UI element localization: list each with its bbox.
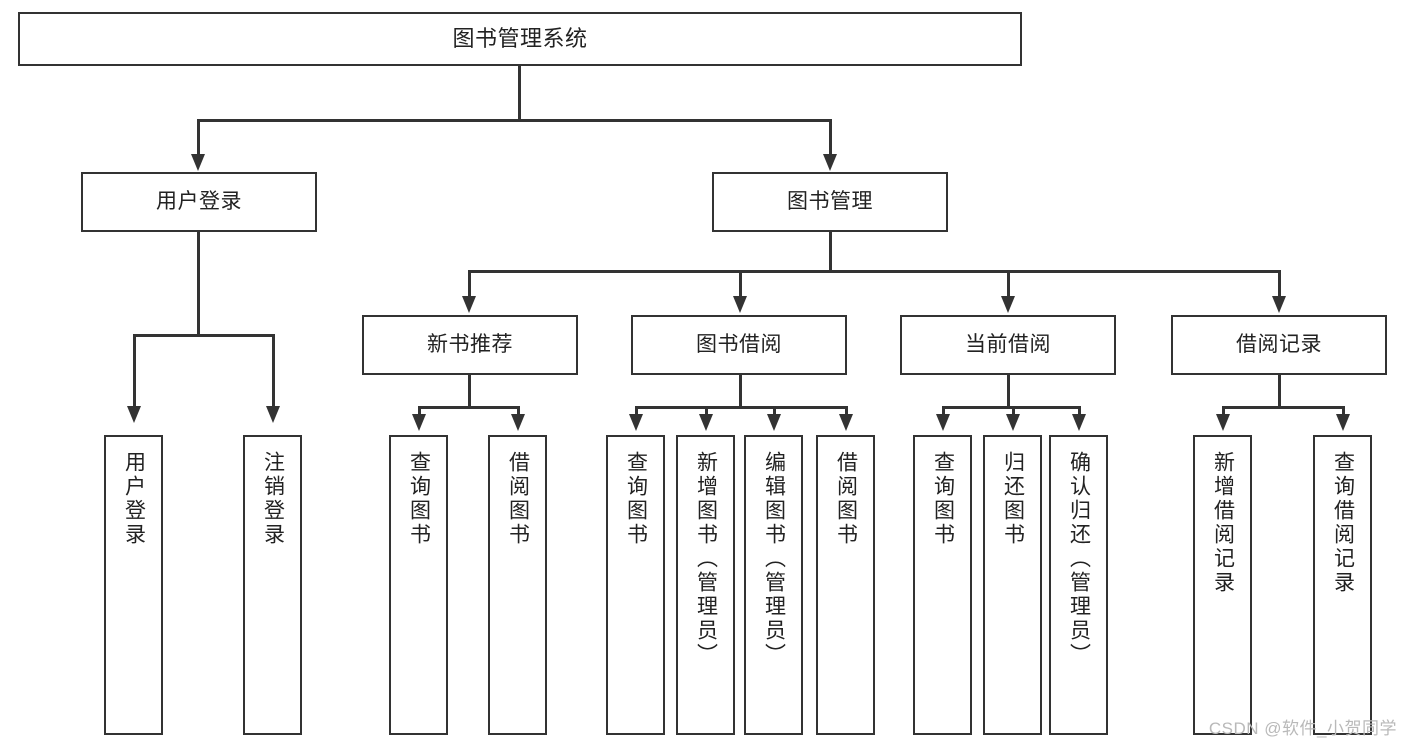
edge-to-book-borrow bbox=[739, 270, 742, 297]
arrow-to-borrow-record bbox=[1272, 296, 1286, 313]
arrow-to-leaf-borrow-book-2 bbox=[839, 414, 853, 431]
edge-book-borrow-bus bbox=[635, 406, 847, 409]
arrow-to-leaf-query-book-1 bbox=[412, 414, 426, 431]
arrow-to-book-borrow bbox=[733, 296, 747, 313]
node-book-borrow-label: 图书借阅 bbox=[696, 333, 782, 357]
arrow-to-current-borrow bbox=[1001, 296, 1015, 313]
node-leaf-add-record[interactable]: 新增借阅记录 bbox=[1193, 435, 1252, 735]
edge-borrow-record-stem bbox=[1278, 375, 1281, 408]
node-new-book-rec-label: 新书推荐 bbox=[427, 333, 513, 357]
node-leaf-return-book-label: 归还图书 bbox=[1001, 451, 1025, 547]
node-leaf-borrow-book-2[interactable]: 借阅图书 bbox=[816, 435, 875, 735]
arrow-to-leaf-query-book-3 bbox=[936, 414, 950, 431]
node-leaf-query-book-3[interactable]: 查询图书 bbox=[913, 435, 972, 735]
edge-to-leaf-edit-book bbox=[773, 406, 776, 418]
node-leaf-query-book-2[interactable]: 查询图书 bbox=[606, 435, 665, 735]
node-leaf-query-book-2-label: 查询图书 bbox=[624, 451, 648, 547]
node-book-manage-label: 图书管理 bbox=[787, 190, 873, 214]
node-leaf-user-login[interactable]: 用户登录 bbox=[104, 435, 163, 735]
arrow-to-leaf-return-book bbox=[1006, 414, 1020, 431]
node-leaf-query-book-1[interactable]: 查询图书 bbox=[389, 435, 448, 735]
node-user-login-label: 用户登录 bbox=[156, 190, 242, 214]
node-leaf-borrow-book-2-label: 借阅图书 bbox=[834, 451, 858, 547]
node-leaf-user-login-label: 用户登录 bbox=[122, 451, 146, 547]
node-current-borrow[interactable]: 当前借阅 bbox=[900, 315, 1116, 375]
arrow-to-leaf-confirm-return bbox=[1072, 414, 1086, 431]
arrow-to-leaf-borrow-book-1 bbox=[511, 414, 525, 431]
arrow-to-leaf-add-book bbox=[699, 414, 713, 431]
node-leaf-query-record[interactable]: 查询借阅记录 bbox=[1313, 435, 1372, 735]
edge-to-leaf-add-book bbox=[705, 406, 708, 418]
node-leaf-logout[interactable]: 注销登录 bbox=[243, 435, 302, 735]
arrow-to-leaf-query-book-2 bbox=[629, 414, 643, 431]
arrow-to-leaf-edit-book bbox=[767, 414, 781, 431]
arrow-to-book-manage bbox=[823, 154, 837, 171]
node-leaf-confirm-return[interactable]: 确认归还（管理员） bbox=[1049, 435, 1108, 735]
node-leaf-borrow-book-1[interactable]: 借阅图书 bbox=[488, 435, 547, 735]
edge-to-new-book-rec bbox=[468, 270, 471, 297]
node-leaf-logout-label: 注销登录 bbox=[261, 451, 285, 547]
node-current-borrow-label: 当前借阅 bbox=[965, 333, 1051, 357]
edge-to-user-login bbox=[197, 119, 200, 155]
edge-to-leaf-query-book-2 bbox=[635, 406, 638, 418]
node-leaf-query-record-label: 查询借阅记录 bbox=[1331, 451, 1355, 595]
node-leaf-return-book[interactable]: 归还图书 bbox=[983, 435, 1042, 735]
arrow-to-leaf-logout bbox=[266, 406, 280, 423]
edge-to-borrow-record bbox=[1278, 270, 1281, 297]
edge-book-borrow-stem bbox=[739, 375, 742, 408]
arrow-to-user-login bbox=[191, 154, 205, 171]
node-leaf-confirm-return-label: 确认归还（管理员） bbox=[1067, 451, 1091, 667]
edge-root-stem bbox=[518, 66, 521, 120]
edge-to-leaf-borrow-book-1 bbox=[517, 406, 520, 418]
edge-current-borrow-bus bbox=[942, 406, 1081, 409]
node-leaf-add-record-label: 新增借阅记录 bbox=[1211, 451, 1235, 595]
arrow-to-leaf-query-record bbox=[1336, 414, 1350, 431]
edge-user-login-bus bbox=[133, 334, 273, 337]
node-book-borrow[interactable]: 图书借阅 bbox=[631, 315, 847, 375]
edge-book-manage-stem bbox=[829, 232, 832, 271]
node-new-book-rec[interactable]: 新书推荐 bbox=[362, 315, 578, 375]
edge-level3-bus bbox=[468, 270, 1280, 273]
edge-to-leaf-logout bbox=[272, 334, 275, 407]
arrow-to-leaf-user-login bbox=[127, 406, 141, 423]
edge-to-leaf-user-login bbox=[133, 334, 136, 407]
node-borrow-record[interactable]: 借阅记录 bbox=[1171, 315, 1387, 375]
edge-to-leaf-add-record bbox=[1222, 406, 1225, 418]
edge-to-current-borrow bbox=[1007, 270, 1010, 297]
edge-to-leaf-query-record bbox=[1342, 406, 1345, 418]
edge-borrow-record-bus bbox=[1222, 406, 1344, 409]
edge-current-borrow-stem bbox=[1007, 375, 1010, 408]
edge-to-leaf-query-book-3 bbox=[942, 406, 945, 418]
node-user-login[interactable]: 用户登录 bbox=[81, 172, 317, 232]
edge-to-leaf-confirm-return bbox=[1078, 406, 1081, 418]
node-root[interactable]: 图书管理系统 bbox=[18, 12, 1022, 66]
node-leaf-add-book-label: 新增图书（管理员） bbox=[694, 451, 718, 667]
edge-new-book-rec-stem bbox=[468, 375, 471, 408]
node-leaf-edit-book-label: 编辑图书（管理员） bbox=[762, 451, 786, 667]
node-borrow-record-label: 借阅记录 bbox=[1236, 333, 1322, 357]
edge-level2-bus bbox=[197, 119, 831, 122]
edge-to-leaf-query-book-1 bbox=[418, 406, 421, 418]
node-leaf-query-book-3-label: 查询图书 bbox=[931, 451, 955, 547]
edge-to-leaf-borrow-book-2 bbox=[845, 406, 848, 418]
node-leaf-edit-book[interactable]: 编辑图书（管理员） bbox=[744, 435, 803, 735]
node-leaf-borrow-book-1-label: 借阅图书 bbox=[506, 451, 530, 547]
edge-to-book-manage bbox=[829, 119, 832, 155]
node-book-manage[interactable]: 图书管理 bbox=[712, 172, 948, 232]
node-leaf-add-book[interactable]: 新增图书（管理员） bbox=[676, 435, 735, 735]
node-root-label: 图书管理系统 bbox=[452, 25, 588, 51]
arrow-to-leaf-add-record bbox=[1216, 414, 1230, 431]
edge-user-login-stem bbox=[197, 232, 200, 336]
edge-to-leaf-return-book bbox=[1012, 406, 1015, 418]
node-leaf-query-book-1-label: 查询图书 bbox=[407, 451, 431, 547]
edge-new-book-rec-bus bbox=[418, 406, 519, 409]
arrow-to-new-book-rec bbox=[462, 296, 476, 313]
